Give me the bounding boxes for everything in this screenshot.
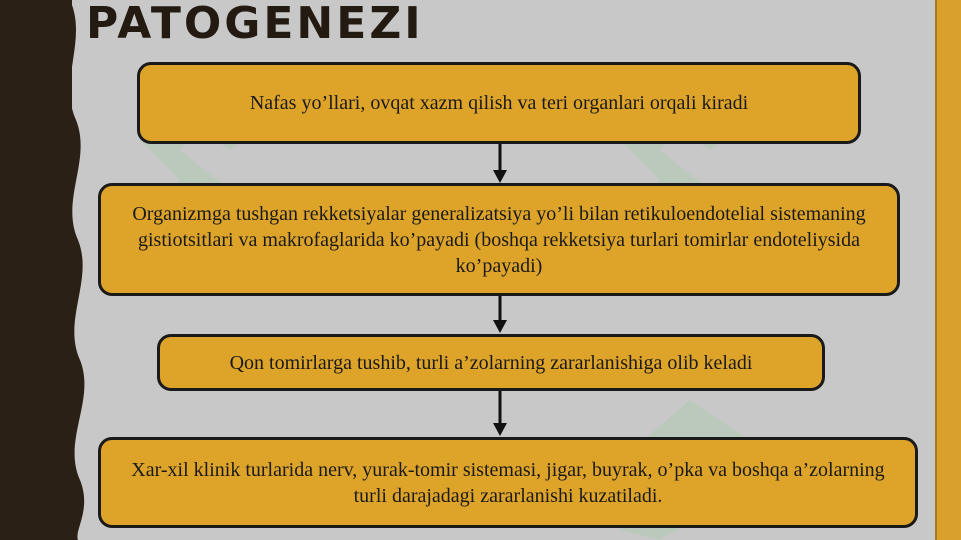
flow-arrow-2 — [493, 296, 507, 333]
watermark-logo-bottom — [620, 400, 750, 540]
flow-step-1: Nafas yo’llari, ovqat xazm qilish va ter… — [137, 62, 861, 144]
right-band-edge — [935, 0, 937, 540]
left-wave-decoration — [0, 0, 85, 540]
flow-arrow-3 — [493, 391, 507, 436]
flow-arrow-1 — [493, 144, 507, 183]
flow-step-3: Qon tomirlarga tushib, turli a’zolarning… — [157, 334, 825, 391]
flow-step-4: Xar-xil klinik turlarida nerv, yurak-tom… — [98, 437, 918, 528]
page-title: PATOGENEZI — [86, 0, 424, 49]
flow-step-2: Organizmga tushgan rekketsiyalar general… — [98, 183, 900, 296]
right-decorative-band — [937, 0, 961, 540]
